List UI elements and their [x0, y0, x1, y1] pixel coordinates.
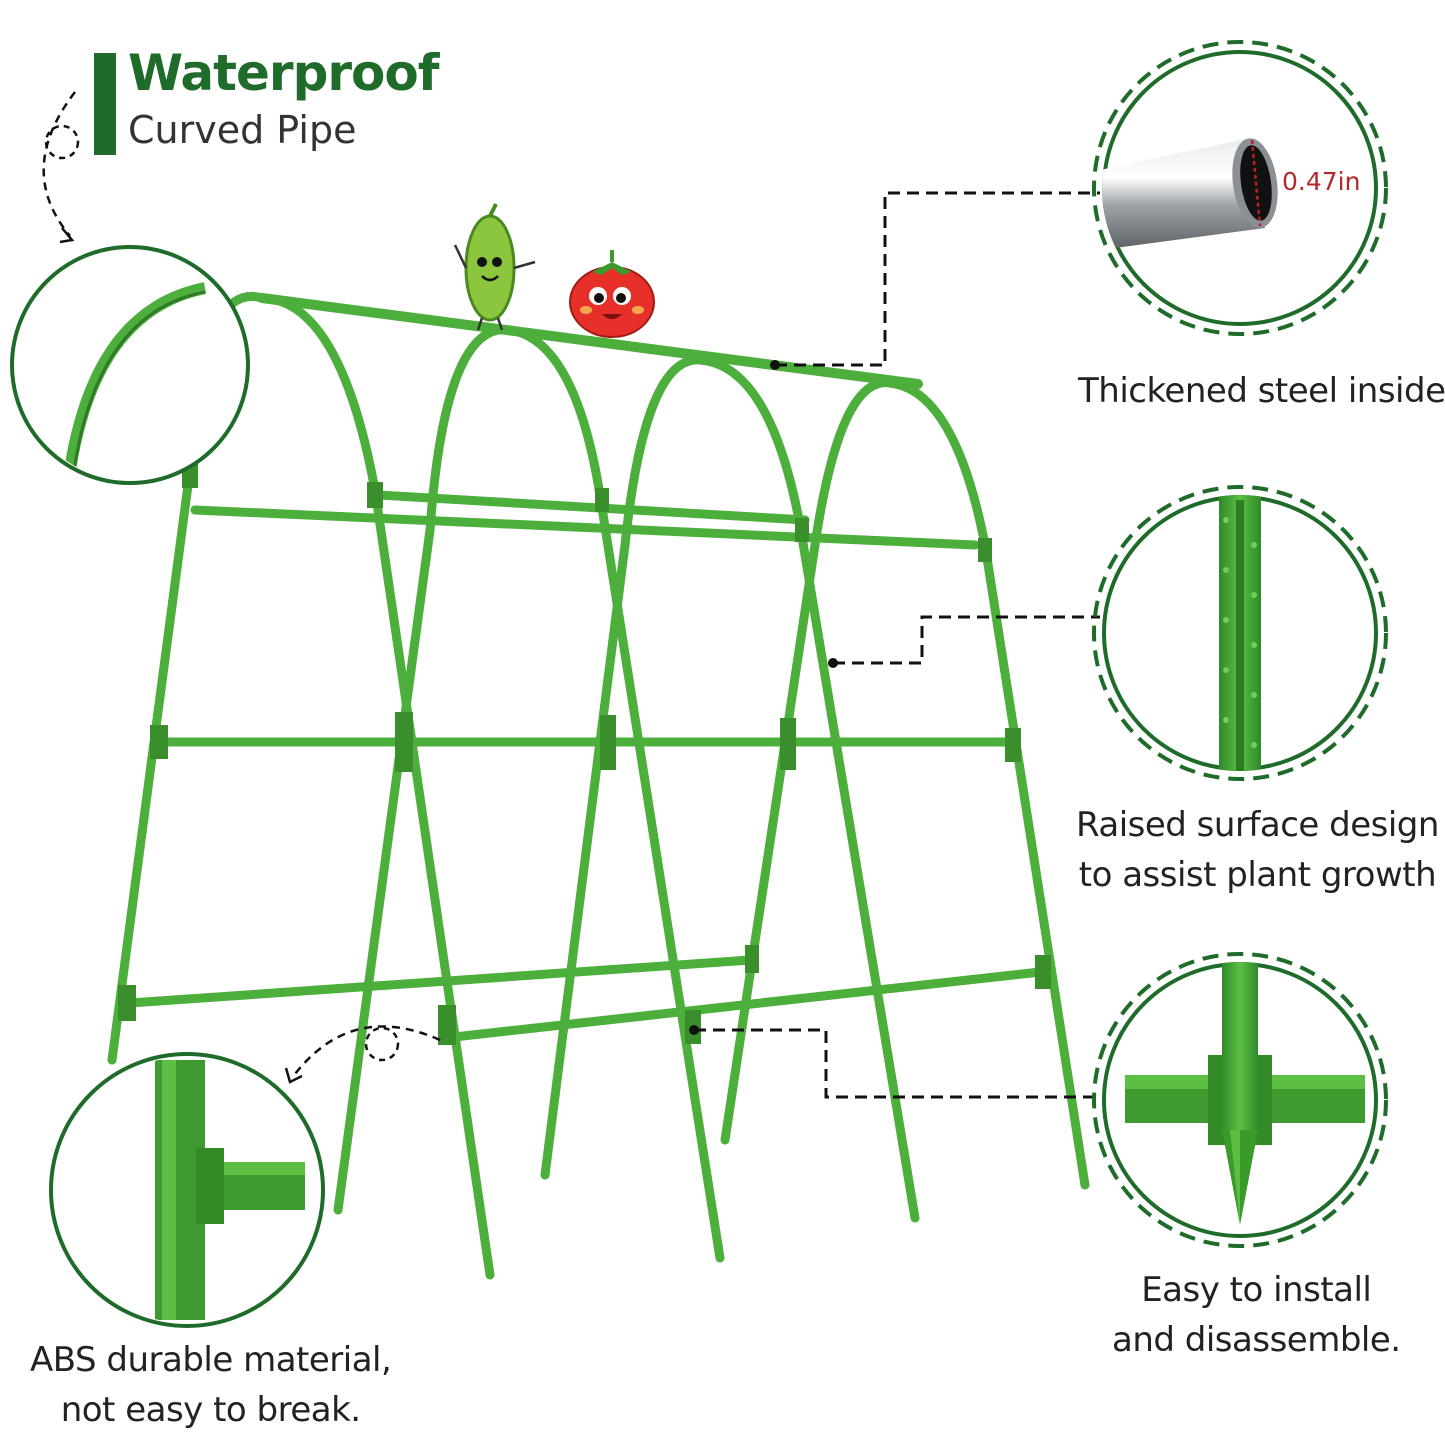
easy-install-caption: Easy to install and disassemble.: [1112, 1270, 1401, 1360]
diameter-label: 0.47in: [1282, 167, 1361, 196]
trellis-frame: [107, 292, 1090, 1280]
t-connector-icon: [49, 1052, 325, 1328]
feature-title: Waterproof: [128, 44, 439, 102]
thickened-steel-caption: Thickened steel inside: [1078, 371, 1445, 411]
tomato-mascot-icon: [569, 250, 655, 338]
frame-connectors: [118, 462, 1051, 1045]
abs-material-caption: ABS durable material, not easy to break.: [30, 1340, 392, 1430]
cucumber-mascot-icon: [453, 203, 536, 331]
title-accent-bar: [94, 53, 116, 155]
raised-surface-caption: Raised surface design to assist plant gr…: [1076, 805, 1439, 895]
cross-connector-icon: [1092, 952, 1388, 1248]
feature-subtitle: Curved Pipe: [128, 108, 357, 152]
steel-tube-icon: [1092, 40, 1388, 336]
raised-stake-icon: [1092, 485, 1388, 781]
curved-pipe-icon: [10, 245, 250, 485]
